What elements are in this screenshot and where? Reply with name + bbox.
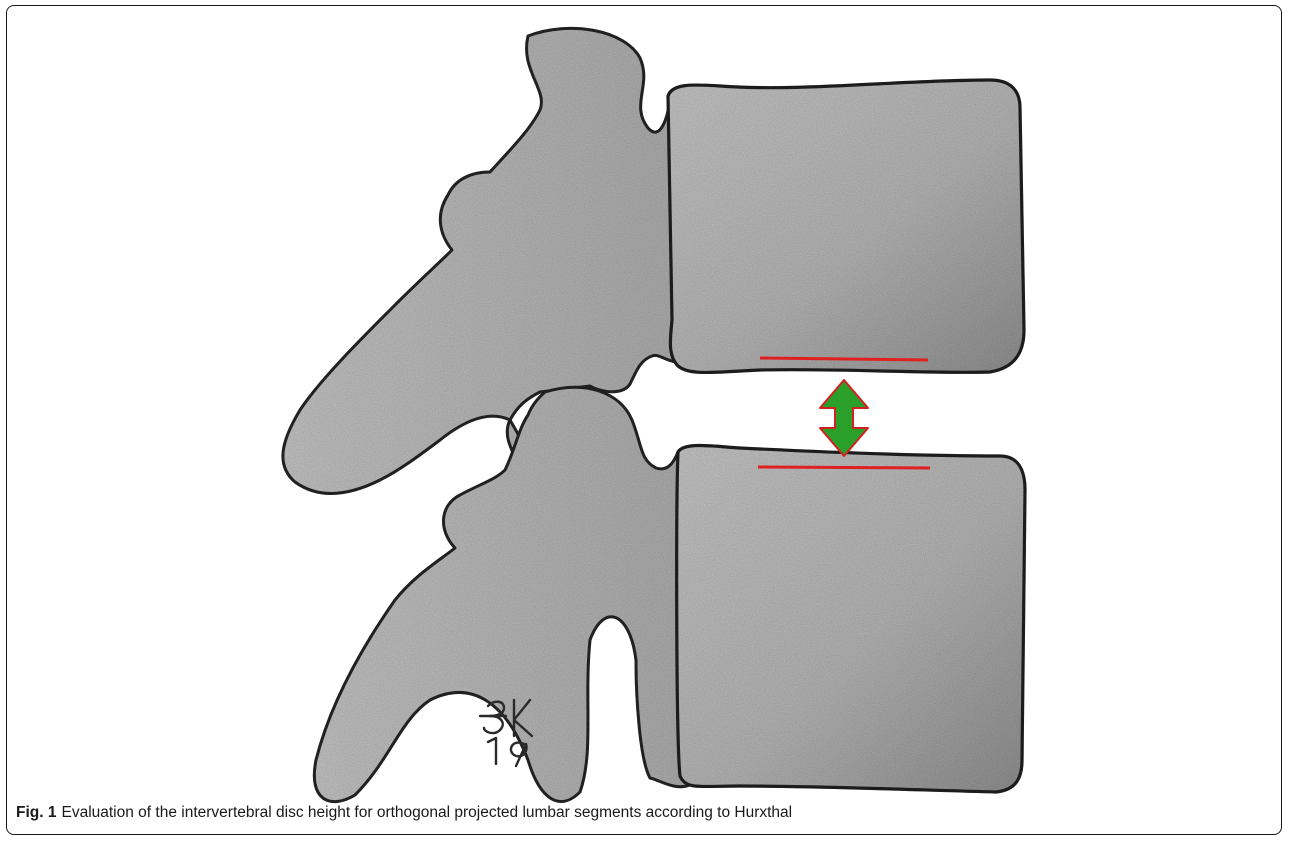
disc-height-arrow	[820, 380, 868, 456]
figure-label: Fig. 1	[16, 804, 56, 821]
lower-vertebral-body	[677, 446, 1025, 793]
figure-caption: Fig. 1 Evaluation of the intervertebral d…	[16, 804, 1266, 822]
figure-caption-text: Evaluation of the intervertebral disc he…	[61, 804, 792, 821]
upper-vertebral-body	[668, 80, 1024, 373]
lower-endplate-line	[758, 467, 930, 468]
upper-endplate-line	[760, 358, 928, 360]
upper-vertebra	[283, 28, 1024, 493]
